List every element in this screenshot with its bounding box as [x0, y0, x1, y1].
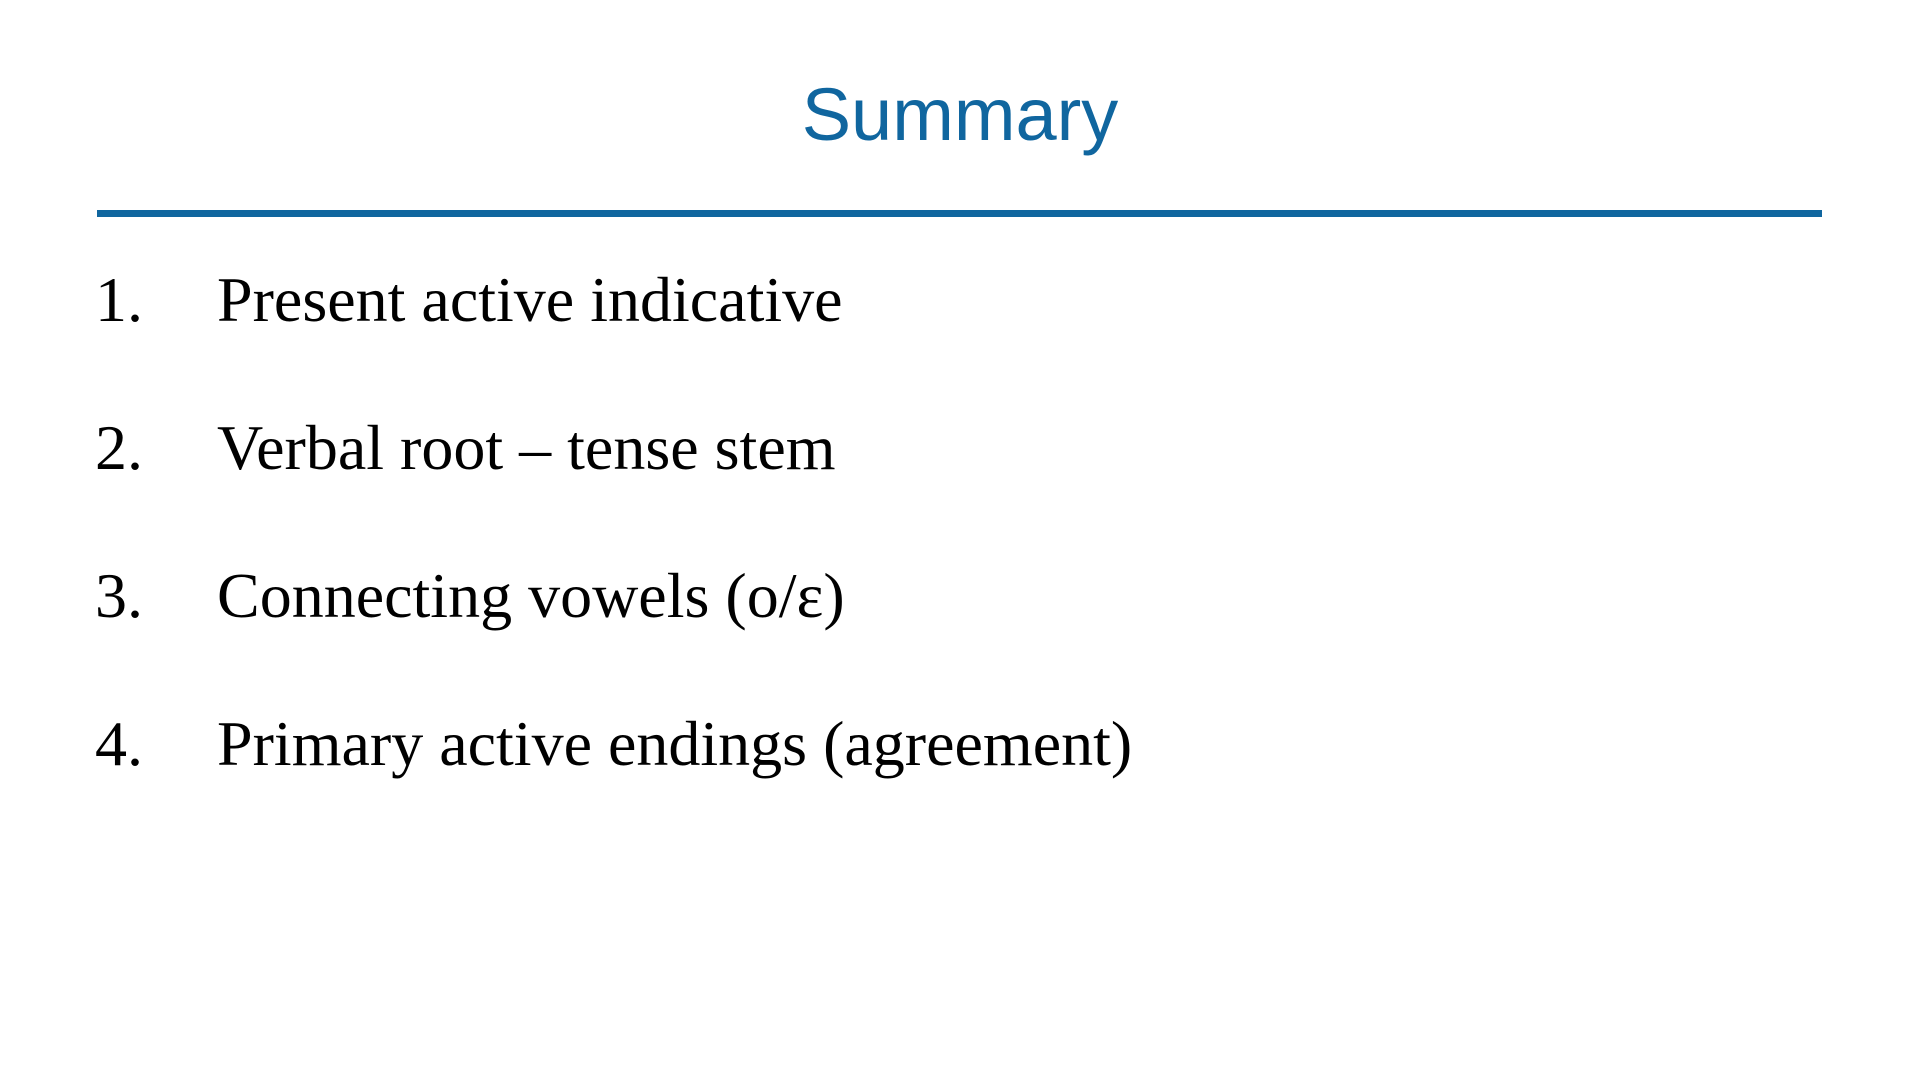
list-item: 3. Connecting vowels (ο/ε) [95, 564, 1855, 712]
summary-numbered-list: 1. Present active indicative 2. Verbal r… [95, 268, 1855, 860]
list-item-number: 1. [95, 264, 143, 335]
list-item-label: Present active indicative [217, 264, 843, 335]
page-title: Summary [801, 73, 1119, 156]
list-item-number: 3. [95, 560, 143, 631]
list-item-label: Verbal root – tense stem [217, 412, 836, 483]
list-item-number: 2. [95, 412, 143, 483]
title-divider-rule [97, 210, 1822, 217]
list-item-number: 4. [95, 708, 143, 779]
list-item: 2. Verbal root – tense stem [95, 416, 1855, 564]
list-item: 1. Present active indicative [95, 268, 1855, 416]
list-item: 4. Primary active endings (agreement) [95, 712, 1855, 860]
list-item-label: Connecting vowels (ο/ε) [217, 560, 845, 631]
list-item-label: Primary active endings (agreement) [217, 708, 1133, 779]
